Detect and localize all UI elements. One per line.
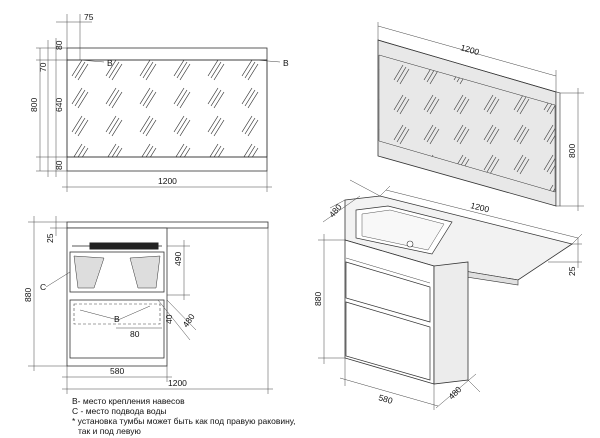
- countertop: [66, 221, 269, 229]
- mirror-iso-view: 1200 800: [377, 22, 584, 211]
- iso-dim-thickness: 25: [567, 266, 577, 276]
- dim-cabinet-width: 580: [110, 366, 124, 376]
- iso-dim-height: 880: [313, 292, 323, 306]
- iso-dim-height: 800: [567, 144, 577, 158]
- note-install: * установка тумбы может быть как под пра…: [72, 416, 296, 426]
- dim-width: 1200: [158, 176, 177, 186]
- iso-lower-drawer: [345, 301, 431, 381]
- dim-offset: 75: [84, 12, 94, 22]
- iso-upper-drawer: [345, 261, 431, 323]
- dim-total-width: 1200: [168, 378, 187, 388]
- note-mount: B- место крепления навесов: [72, 396, 185, 406]
- note-water: C - место подвода воды: [72, 406, 167, 416]
- dim-bottom-border: 80: [54, 160, 64, 170]
- mount-label-right: B: [283, 58, 289, 68]
- cabinet-front-view: B C 880 25 490 480 40 80 580 1200: [23, 216, 273, 394]
- iso-dim-depth-top: 480: [327, 202, 344, 220]
- dim-glass-height: 640: [54, 98, 64, 112]
- lower-drawer: [69, 299, 165, 359]
- iso-dim-width-bottom: 580: [377, 392, 394, 406]
- dim-depth: 480: [180, 312, 196, 330]
- dim-drawer-height: 490: [173, 252, 183, 266]
- iso-cabinet-side: [433, 261, 469, 385]
- mount-label-b: B: [114, 314, 120, 324]
- dim-top-border: 80: [54, 40, 64, 50]
- dim-total-height: 800: [29, 98, 39, 112]
- iso-dim-width-top: 1200: [470, 200, 491, 214]
- mirror-front-view: B B 75 80 70 800 640 80 1200: [29, 12, 289, 192]
- note-install-cont: так и под левую: [78, 426, 141, 436]
- dim-mount-height: 70: [38, 62, 48, 72]
- mirror-iso-glass: [378, 54, 556, 193]
- mirror-glass: [66, 59, 268, 158]
- dim-cabinet-height: 880: [23, 288, 33, 302]
- legend-notes: B- место крепления навесов C - место под…: [72, 396, 296, 436]
- dim-depth-side: 40: [164, 314, 174, 324]
- iso-dim-width: 1200: [459, 42, 480, 57]
- cabinet-iso-view: 480 1200 880 25 580 480: [313, 179, 583, 410]
- water-label-c: C: [40, 282, 46, 292]
- mount-label-left: B: [107, 58, 113, 68]
- dim-inner: 80: [130, 329, 140, 339]
- dim-top-thickness: 25: [45, 233, 55, 243]
